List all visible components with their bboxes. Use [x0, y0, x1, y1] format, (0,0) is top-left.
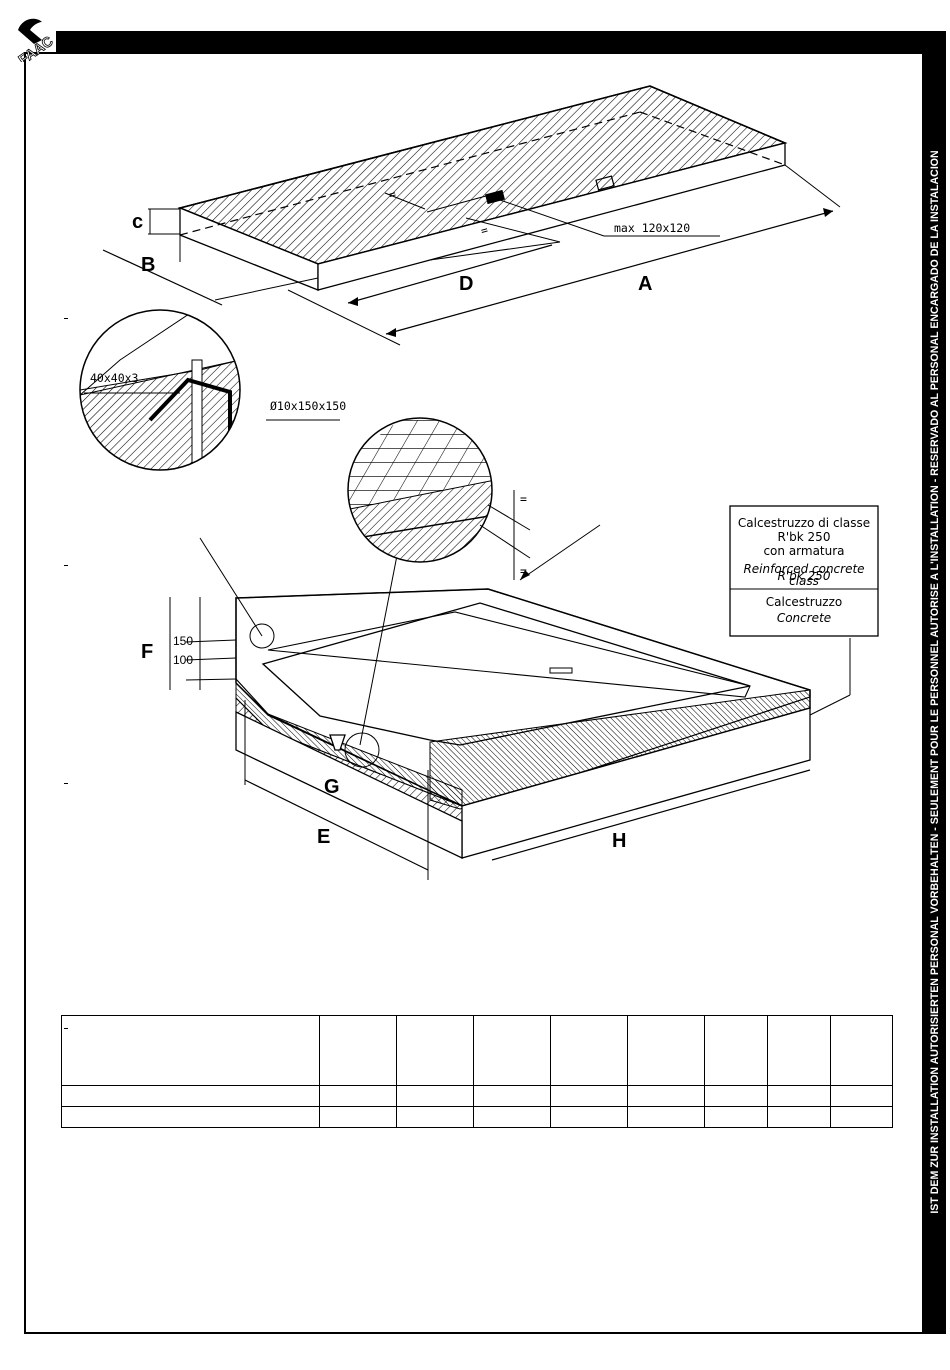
table-cell: [830, 1085, 893, 1107]
margin-tick: [64, 565, 68, 566]
table-cell: [550, 1106, 628, 1128]
top-bar: [56, 31, 924, 54]
label-e: E: [317, 826, 330, 848]
legend-line: con armatura: [763, 544, 844, 558]
table-cell: [830, 1106, 893, 1128]
label-a: A: [638, 273, 652, 295]
table-cell: [396, 1106, 474, 1128]
table-cell: [704, 1106, 768, 1128]
legend-line: Calcestruzzo di classe: [738, 516, 870, 530]
table-cell: [704, 1085, 768, 1107]
concrete-legend-box: [729, 505, 879, 637]
table-cell: [627, 1085, 705, 1107]
max-opening-note: max 120x120: [614, 221, 690, 235]
legend-line: R'bk 250: [778, 530, 831, 544]
table-cell: [319, 1015, 397, 1086]
table-cell: [767, 1015, 831, 1086]
side-banner: [924, 31, 946, 1334]
table-cell: [550, 1015, 628, 1086]
table-cell: [396, 1085, 474, 1107]
legend-line: class: [789, 574, 819, 588]
margin-tick: [64, 783, 68, 784]
page-frame: [24, 52, 924, 1334]
mesh-spec: Ø10x150x150: [270, 399, 346, 413]
faac-logo: FAAC: [15, 18, 56, 62]
label-d: D: [459, 273, 473, 295]
label-b: B: [141, 254, 155, 276]
label-g: G: [324, 776, 340, 798]
equal-mark: =: [520, 564, 527, 578]
dimensions-table: [61, 1015, 893, 1128]
dim-100: 100: [173, 653, 193, 667]
label-h: H: [612, 830, 626, 852]
table-cell: [473, 1015, 551, 1086]
legend-line: Concrete: [777, 611, 831, 625]
legend-line: Reinforced concrete: [743, 562, 864, 576]
dim-150: 150: [173, 634, 193, 648]
table-cell: [61, 1106, 320, 1128]
table-cell: [61, 1015, 320, 1086]
table-cell: [319, 1085, 397, 1107]
equal-mark: =: [387, 187, 397, 202]
table-cell: [627, 1106, 705, 1128]
detail-mesh-circle: [347, 417, 493, 563]
table-row: [61, 1085, 893, 1107]
table-row: [61, 1106, 893, 1128]
table-cell: [767, 1085, 831, 1107]
table-cell: [704, 1015, 768, 1086]
table-cell: [473, 1106, 551, 1128]
table-cell: [396, 1015, 474, 1086]
table-cell: [319, 1106, 397, 1128]
label-f: F: [141, 641, 153, 663]
table-cell: [767, 1106, 831, 1128]
table-cell: [550, 1085, 628, 1107]
table-cell: [627, 1015, 705, 1086]
legend-line: R'bk 250: [778, 569, 831, 583]
legend-line: Calcestruzzo: [766, 595, 842, 609]
angle-spec: 40x40x3: [90, 371, 139, 385]
equal-mark: =: [520, 492, 527, 506]
margin-tick: [64, 318, 68, 319]
slab-top-diagram: [102, 85, 841, 346]
table-header-row: [61, 1015, 893, 1086]
detail-angle-circle: [79, 309, 241, 471]
table-cell: [61, 1085, 320, 1107]
equal-mark: =: [479, 223, 489, 238]
pit-bottom-diagram: [169, 524, 851, 880]
label-c: c: [132, 211, 143, 233]
table-cell: [830, 1015, 893, 1086]
table-cell: [473, 1085, 551, 1107]
